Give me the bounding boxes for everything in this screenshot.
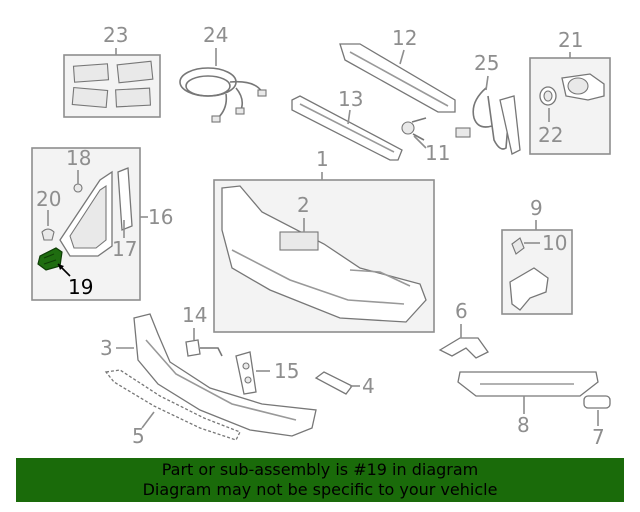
part-15-bracket xyxy=(235,351,257,395)
part-8-diffuser xyxy=(457,371,599,397)
callout-12: 12 xyxy=(392,26,417,50)
callout-16: 16 xyxy=(148,205,173,229)
part-14-bracket xyxy=(185,339,223,357)
part-25-bracket xyxy=(455,87,521,155)
part-7-cap xyxy=(583,395,611,409)
callout-2: 2 xyxy=(297,193,310,217)
callout-23: 23 xyxy=(103,23,128,47)
info-banner: Part or sub-assembly is #19 in diagram D… xyxy=(16,458,624,502)
banner-line-2: Diagram may not be specific to your vehi… xyxy=(142,480,498,499)
callout-25: 25 xyxy=(474,51,499,75)
banner-line-1: Part or sub-assembly is #19 in diagram xyxy=(161,460,479,479)
callout-10: 10 xyxy=(542,231,567,255)
part-9-bracket xyxy=(501,229,573,315)
callout-13: 13 xyxy=(338,87,363,111)
callout-9: 9 xyxy=(530,196,543,220)
callout-24: 24 xyxy=(203,23,228,47)
part-3-lower-cover xyxy=(133,313,317,437)
parts-diagram: 23 24 12 13 11 25 xyxy=(31,23,611,449)
callout-17: 17 xyxy=(112,237,137,261)
callout-7: 7 xyxy=(592,425,605,449)
callout-11: 11 xyxy=(425,141,450,165)
callout-1: 1 xyxy=(316,147,329,171)
part-6-bracket xyxy=(438,337,489,359)
part-23-pads xyxy=(63,54,161,118)
callout-22: 22 xyxy=(538,123,563,147)
callout-20: 20 xyxy=(36,187,61,211)
callout-4: 4 xyxy=(362,374,375,398)
part-11-bolt xyxy=(401,117,427,141)
callout-5: 5 xyxy=(132,424,145,448)
part-4-clip xyxy=(314,371,353,395)
callout-8: 8 xyxy=(517,413,530,437)
callout-21: 21 xyxy=(558,28,583,52)
part-16-lamp-assembly xyxy=(31,147,141,301)
part-24-wiring-harness xyxy=(179,67,267,123)
part-5-skid-plate xyxy=(104,369,241,441)
callout-18: 18 xyxy=(66,146,91,170)
callout-6: 6 xyxy=(455,299,468,323)
part-12-reinforcement xyxy=(339,43,456,113)
callout-15: 15 xyxy=(274,359,299,383)
part-13-absorber xyxy=(291,95,403,161)
callout-14: 14 xyxy=(182,303,207,327)
callout-3: 3 xyxy=(100,336,113,360)
part-1-bumper-cover xyxy=(213,179,435,333)
callout-19: 19 xyxy=(68,275,93,299)
